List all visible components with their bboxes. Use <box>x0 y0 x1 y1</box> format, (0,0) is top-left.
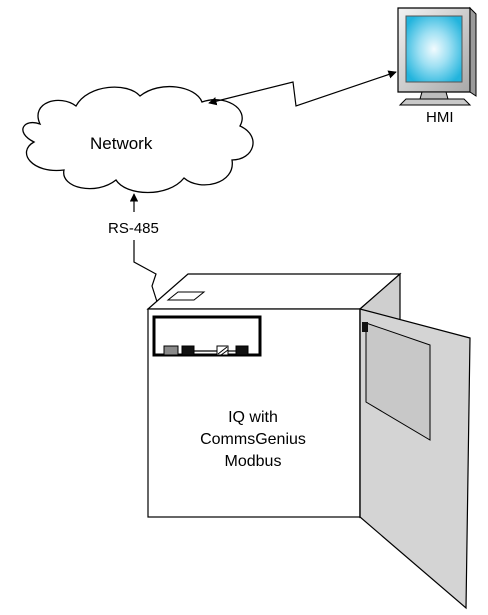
network-label: Network <box>90 134 153 153</box>
hmi-monitor: HMI <box>397 6 477 126</box>
network-cloud: Network <box>22 86 254 194</box>
device-label-line2: CommsGenius <box>200 431 306 448</box>
network-hmi-link <box>208 70 397 107</box>
hmi-label: HMI <box>426 109 454 126</box>
rs485-label: RS-485 <box>108 220 159 237</box>
cloud-icon <box>22 86 254 194</box>
enclosure-icon <box>146 272 471 610</box>
device-label-line1: IQ with <box>228 409 278 426</box>
monitor-icon <box>397 6 477 106</box>
device-label-line3: Modbus <box>225 453 282 470</box>
device-enclosure: IQ with CommsGenius Modbus <box>146 272 471 610</box>
